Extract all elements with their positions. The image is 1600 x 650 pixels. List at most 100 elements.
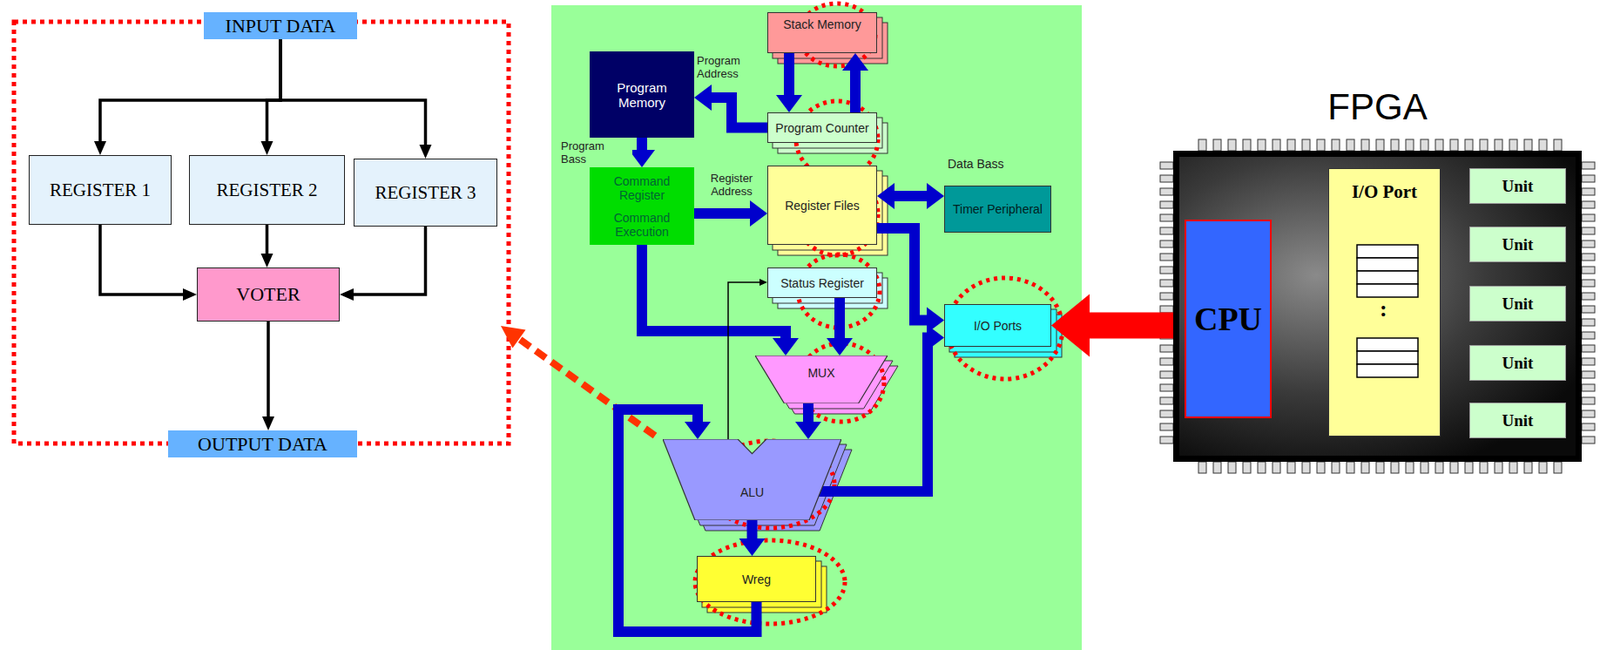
connector <box>834 297 845 340</box>
pin <box>1272 139 1281 151</box>
pin <box>1331 139 1340 151</box>
node-label: Unit <box>1502 353 1534 373</box>
arrow-head <box>339 288 354 301</box>
voter-box: VOTER <box>196 267 340 322</box>
pin <box>1581 305 1595 313</box>
connector <box>694 208 752 219</box>
pin <box>1509 139 1518 151</box>
register-box: REGISTER 3 <box>353 158 498 227</box>
pin <box>1160 175 1174 183</box>
arrow-head <box>94 141 107 156</box>
node-label: OUTPUT DATA <box>197 432 328 456</box>
pin <box>1405 461 1414 473</box>
arrow-head <box>926 182 945 210</box>
pin <box>1464 461 1473 473</box>
connector <box>709 97 768 129</box>
arrow-head <box>826 337 853 356</box>
connector <box>267 39 282 143</box>
status-register: Status Register <box>767 267 878 298</box>
cpu-panel <box>551 5 1082 650</box>
pin <box>1160 162 1174 169</box>
arrow-head <box>261 141 274 156</box>
arrow-head <box>694 84 712 111</box>
bus-label: Register Address <box>696 171 767 198</box>
tmr-region <box>13 21 509 444</box>
pin <box>1160 397 1174 405</box>
pin <box>1464 139 1473 151</box>
pin <box>1376 139 1384 151</box>
pin <box>1346 139 1355 151</box>
pin <box>1390 461 1399 473</box>
io-label-box: OUTPUT DATA <box>168 430 358 458</box>
node-label: INPUT DATA <box>225 14 337 38</box>
pin <box>1479 461 1488 473</box>
node-label: Unit <box>1502 235 1534 255</box>
node-label: Unit <box>1502 411 1534 431</box>
mux-polygon <box>755 355 888 404</box>
pin <box>1581 410 1595 418</box>
arrow-head <box>1051 294 1090 358</box>
pin <box>1160 279 1174 287</box>
connector <box>266 321 271 419</box>
pin <box>1435 139 1444 151</box>
connector <box>351 226 426 295</box>
pin <box>1272 461 1281 473</box>
pin <box>1242 139 1251 151</box>
bus-label: Data Bass <box>947 156 1005 171</box>
connector <box>636 137 648 152</box>
node-label: Program Counter <box>775 121 869 136</box>
pin <box>1553 461 1562 473</box>
cpu-box: CPU <box>1184 219 1272 419</box>
node-label: Unit <box>1502 176 1534 196</box>
unit-box: Unit <box>1469 168 1567 204</box>
stacked-copy <box>772 117 883 149</box>
bus-label: Program Address <box>696 54 765 81</box>
pin <box>1581 227 1595 235</box>
timer-box: Timer Peripheral <box>944 185 1052 233</box>
pin <box>1581 201 1595 209</box>
node-label: Stack Memory <box>783 17 861 32</box>
arrow-head <box>419 144 433 159</box>
arrow-head <box>759 278 768 286</box>
pin <box>1160 344 1174 352</box>
pin <box>1581 292 1595 300</box>
node-label: VOTER <box>236 283 300 306</box>
node-label: Status Register <box>780 276 865 291</box>
pin <box>1581 240 1595 248</box>
pin <box>1450 461 1459 473</box>
pin <box>1316 139 1325 151</box>
stacked-copies <box>668 17 1062 613</box>
pin <box>1581 331 1595 339</box>
pin <box>1376 461 1384 473</box>
arrow-head <box>772 337 799 356</box>
command-box: Command RegisterCommand Execution <box>589 167 695 245</box>
pin <box>1509 461 1518 473</box>
node-label: I/O Ports <box>973 318 1022 333</box>
unit-box: Unit <box>1469 344 1567 381</box>
node-label: Command Register <box>593 174 691 203</box>
bus-label: Program Bass <box>560 139 633 166</box>
pin <box>1160 240 1174 248</box>
alu-polygon <box>662 438 842 520</box>
zoom-arrow-head <box>500 325 527 349</box>
pin <box>1405 139 1414 151</box>
connector <box>100 39 281 143</box>
pin <box>1539 139 1547 151</box>
pin <box>1160 436 1174 444</box>
pin <box>1361 139 1370 151</box>
pin <box>1420 139 1429 151</box>
connector <box>280 39 426 147</box>
pin <box>1160 371 1174 379</box>
pin <box>1257 139 1266 151</box>
connector <box>265 224 270 256</box>
chip-pins <box>1160 139 1595 473</box>
pin <box>1160 384 1174 392</box>
pin <box>1160 253 1174 261</box>
register-box: REGISTER 1 <box>28 155 172 225</box>
pin <box>1524 461 1533 473</box>
pin <box>1257 461 1266 473</box>
arrow-head <box>739 538 766 556</box>
arrow-head <box>182 288 197 301</box>
pin <box>1581 436 1595 444</box>
pin <box>1160 292 1174 300</box>
